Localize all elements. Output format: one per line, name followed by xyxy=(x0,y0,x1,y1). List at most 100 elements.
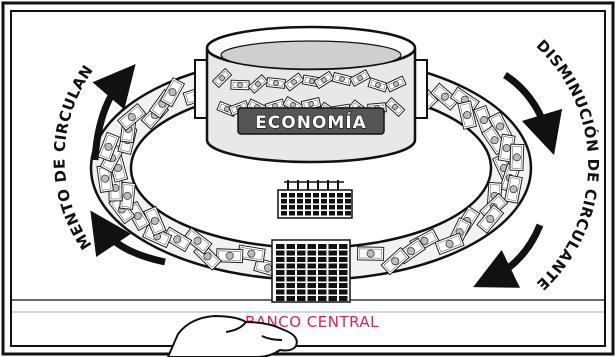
window-pane xyxy=(339,244,348,249)
window-pane xyxy=(329,193,335,198)
window-pane xyxy=(281,205,287,210)
window-pane xyxy=(313,205,319,210)
window-pane xyxy=(308,290,317,295)
window-pane xyxy=(318,296,327,301)
window-pane xyxy=(305,193,311,198)
window-pane xyxy=(313,199,319,204)
window-pane xyxy=(287,244,296,249)
window-pane xyxy=(276,296,285,301)
window-pane xyxy=(313,193,319,198)
window-pane xyxy=(297,283,306,288)
window-pane xyxy=(345,211,351,216)
window-pane xyxy=(308,264,317,269)
window-pane xyxy=(297,251,306,256)
window-pane xyxy=(339,251,348,256)
window-pane xyxy=(308,251,317,256)
window-pane xyxy=(297,205,303,210)
window-pane xyxy=(297,193,303,198)
window-pane xyxy=(329,257,338,262)
window-pane xyxy=(318,251,327,256)
central-bank-building xyxy=(272,180,352,302)
window-pane xyxy=(318,290,327,295)
window-pane xyxy=(345,199,351,204)
window-pane xyxy=(339,290,348,295)
window-pane xyxy=(321,193,327,198)
window-pane xyxy=(287,290,296,295)
window-pane xyxy=(297,290,306,295)
economy-label: ECONOMÍA xyxy=(255,111,367,133)
window-pane xyxy=(289,193,295,198)
window-pane xyxy=(305,199,311,204)
banknote-icon xyxy=(267,78,286,89)
window-pane xyxy=(318,283,327,288)
window-pane xyxy=(287,296,296,301)
window-pane xyxy=(329,199,335,204)
banknote-icon xyxy=(510,144,524,170)
window-pane xyxy=(297,244,306,249)
window-pane xyxy=(276,270,285,275)
window-pane xyxy=(337,199,343,204)
window-pane xyxy=(318,277,327,282)
window-pane xyxy=(318,270,327,275)
window-pane xyxy=(276,264,285,269)
window-pane xyxy=(289,211,295,216)
window-pane xyxy=(329,205,335,210)
banknote-icon xyxy=(231,80,249,90)
window-pane xyxy=(276,283,285,288)
window-pane xyxy=(329,270,338,275)
window-pane xyxy=(329,251,338,256)
window-pane xyxy=(297,264,306,269)
window-pane xyxy=(297,211,303,216)
window-pane xyxy=(297,296,306,301)
window-pane xyxy=(297,277,306,282)
window-pane xyxy=(287,270,296,275)
window-pane xyxy=(297,199,303,204)
window-pane xyxy=(329,296,338,301)
window-pane xyxy=(321,199,327,204)
window-pane xyxy=(281,211,287,216)
window-pane xyxy=(329,211,335,216)
window-pane xyxy=(276,244,285,249)
window-pane xyxy=(321,205,327,210)
window-pane xyxy=(329,244,338,249)
window-pane xyxy=(287,283,296,288)
window-pane xyxy=(339,257,348,262)
window-pane xyxy=(276,251,285,256)
window-pane xyxy=(318,264,327,269)
window-pane xyxy=(276,290,285,295)
window-pane xyxy=(329,264,338,269)
banknote-icon xyxy=(358,247,384,260)
window-pane xyxy=(289,205,295,210)
window-pane xyxy=(339,277,348,282)
window-pane xyxy=(308,257,317,262)
window-pane xyxy=(281,199,287,204)
window-pane xyxy=(308,244,317,249)
window-pane xyxy=(339,296,348,301)
window-pane xyxy=(297,257,306,262)
window-pane xyxy=(281,193,287,198)
window-pane xyxy=(276,277,285,282)
window-pane xyxy=(321,211,327,216)
window-pane xyxy=(337,211,343,216)
window-pane xyxy=(313,211,319,216)
window-pane xyxy=(329,277,338,282)
economy-tank: ECONOMÍA xyxy=(195,27,427,162)
window-pane xyxy=(276,257,285,262)
window-pane xyxy=(339,270,348,275)
window-pane xyxy=(308,283,317,288)
window-pane xyxy=(297,270,306,275)
window-pane xyxy=(318,257,327,262)
window-pane xyxy=(339,264,348,269)
window-pane xyxy=(305,211,311,216)
window-pane xyxy=(345,205,351,210)
window-pane xyxy=(329,283,338,288)
window-pane xyxy=(287,251,296,256)
window-pane xyxy=(287,264,296,269)
window-pane xyxy=(308,296,317,301)
window-pane xyxy=(305,205,311,210)
window-pane xyxy=(287,277,296,282)
window-pane xyxy=(339,283,348,288)
window-pane xyxy=(329,290,338,295)
window-pane xyxy=(308,277,317,282)
